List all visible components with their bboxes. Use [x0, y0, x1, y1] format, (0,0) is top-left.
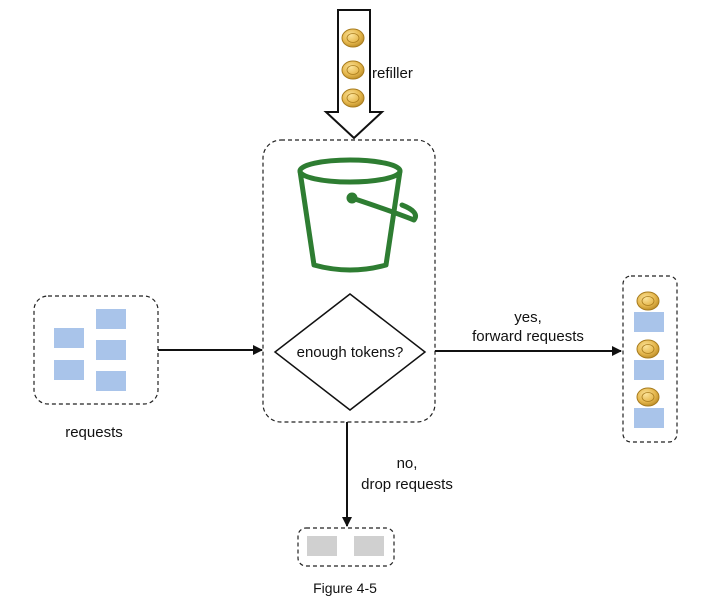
forwarded-request: [634, 291, 664, 332]
forwarded-group: [622, 275, 678, 443]
figure-caption: Figure 4-5: [313, 580, 377, 596]
request-block: [634, 312, 664, 332]
incoming-requests: [54, 309, 126, 391]
request-block: [96, 340, 126, 360]
forwarded-requests: [634, 291, 664, 428]
coin-icon: [341, 28, 365, 48]
request-block: [96, 309, 126, 329]
requests-label: requests: [65, 424, 123, 441]
refiller-tokens: [341, 28, 365, 108]
bucket-icon: [297, 157, 418, 273]
request-block: [634, 408, 664, 428]
forwarded-request: [634, 387, 664, 428]
yes-label-line1: yes,: [514, 309, 542, 326]
no-label-line1: no,: [397, 455, 418, 472]
coin-icon: [636, 387, 660, 407]
coin-icon: [341, 88, 365, 108]
request-block: [54, 328, 84, 348]
no-label-line2: drop requests: [361, 476, 453, 493]
refiller-label: refiller: [372, 65, 413, 82]
request-block: [96, 371, 126, 391]
dropped-requests: [307, 536, 384, 556]
rate-limiter-box: [262, 139, 436, 423]
dropped-block: [307, 536, 337, 556]
decision-label: enough tokens?: [297, 344, 404, 361]
coin-icon: [341, 60, 365, 80]
yes-label-line2: forward requests: [472, 328, 584, 345]
coin-icon: [636, 291, 660, 311]
coin-icon: [636, 339, 660, 359]
dropped-block: [354, 536, 384, 556]
request-block: [54, 360, 84, 380]
forwarded-request: [634, 339, 664, 380]
request-block: [634, 360, 664, 380]
decision-diamond: [273, 293, 427, 411]
